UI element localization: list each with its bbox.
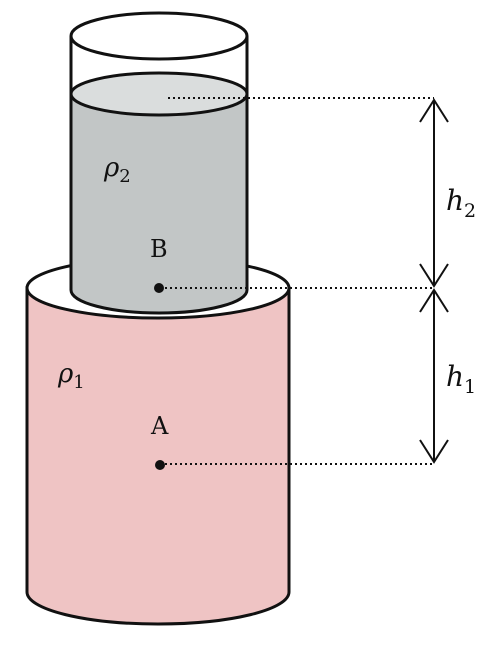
density-lower-label: ρ1 (57, 359, 85, 393)
upper-cylinder (69, 11, 249, 315)
height-lower-label: h1 (446, 360, 476, 398)
height-upper-label: h2 (446, 184, 476, 222)
arrowhead-down (419, 263, 449, 288)
upper-cylinder-rim (69, 11, 249, 61)
point-a-marker (155, 460, 165, 470)
point-a-label: A (150, 412, 169, 440)
point-b-marker (154, 283, 164, 293)
upper-fluid-column (69, 92, 249, 315)
arrowhead-up (419, 288, 449, 313)
point-b-label: B (150, 235, 168, 263)
dimension-h2 (419, 98, 449, 288)
arrowhead-up (419, 98, 449, 123)
arrowhead-down (419, 439, 449, 464)
dimension-h1 (419, 288, 449, 464)
reference-lines (160, 97, 434, 465)
upper-fluid-surface (69, 71, 249, 117)
lower-cylinder-body (25, 286, 291, 626)
density-upper-label: ρ2 (103, 153, 131, 187)
upper-cylinder-empty-wall (69, 36, 249, 94)
